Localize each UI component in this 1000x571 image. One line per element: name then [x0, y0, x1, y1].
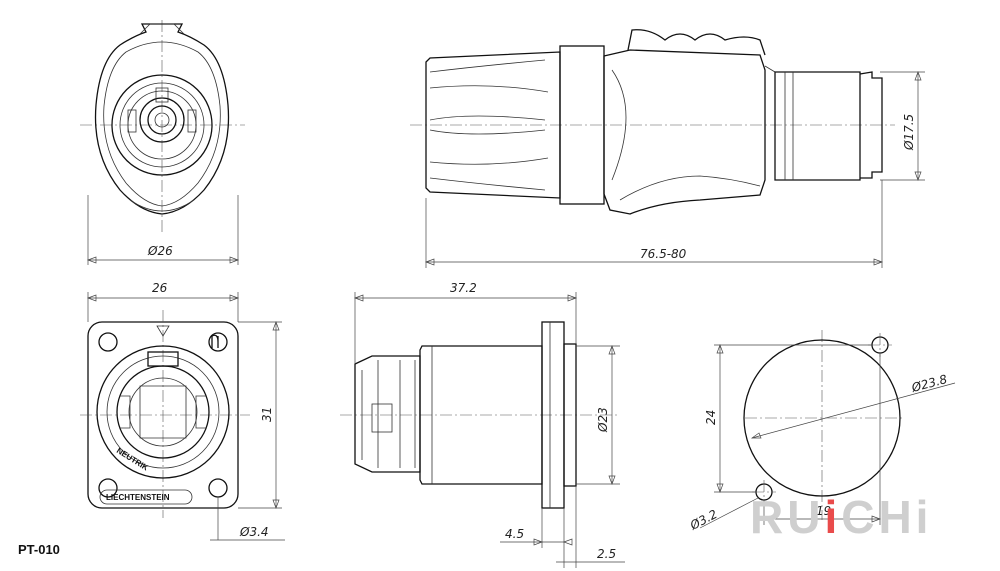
flange-offset-dimension: 4.5 — [505, 527, 524, 541]
origin-label: LIECHTENSTEIN — [106, 493, 170, 502]
brand-logo: RUiCHi — [750, 490, 932, 544]
flange-height-dimension: 31 — [260, 407, 274, 422]
flange-width-dimension: 26 — [152, 281, 168, 295]
vertical-spacing-dimension: 24 — [704, 410, 718, 425]
cutout-diameter-dimension: Ø23.8 — [909, 372, 949, 395]
part-number: PT-010 — [18, 542, 60, 557]
length-dimension: 76.5-80 — [640, 247, 687, 261]
brand-label: NEUTRIK — [115, 446, 150, 473]
mount-hole-dimension: Ø3.4 — [239, 525, 269, 539]
logo-text-start: RU — [750, 491, 825, 543]
depth-dimension: 37.2 — [450, 281, 477, 295]
horizontal-spacing-dimension: 19 — [816, 504, 831, 518]
front-diameter-dimension: Ø26 — [147, 244, 173, 258]
receptacle-side-view: 37.2 Ø23 4.5 2.5 — [340, 281, 625, 568]
logo-accent-letter: i — [824, 491, 842, 543]
cutout-hole-dimension: Ø3.2 — [687, 507, 720, 533]
barrel-diameter-dimension: Ø23 — [596, 407, 610, 433]
logo-text-end: CHi — [841, 491, 933, 543]
cable-diameter-dimension: Ø17.5 — [902, 114, 916, 151]
receptacle-front-view: NEUTRIK LIECHTENSTEIN 26 31 Ø3.4 — [80, 281, 285, 541]
plug-side-view: Ø17.5 76.5-80 — [410, 29, 925, 268]
flange-thickness-dimension: 2.5 — [597, 547, 616, 561]
plug-front-view: Ø26 — [80, 20, 245, 265]
